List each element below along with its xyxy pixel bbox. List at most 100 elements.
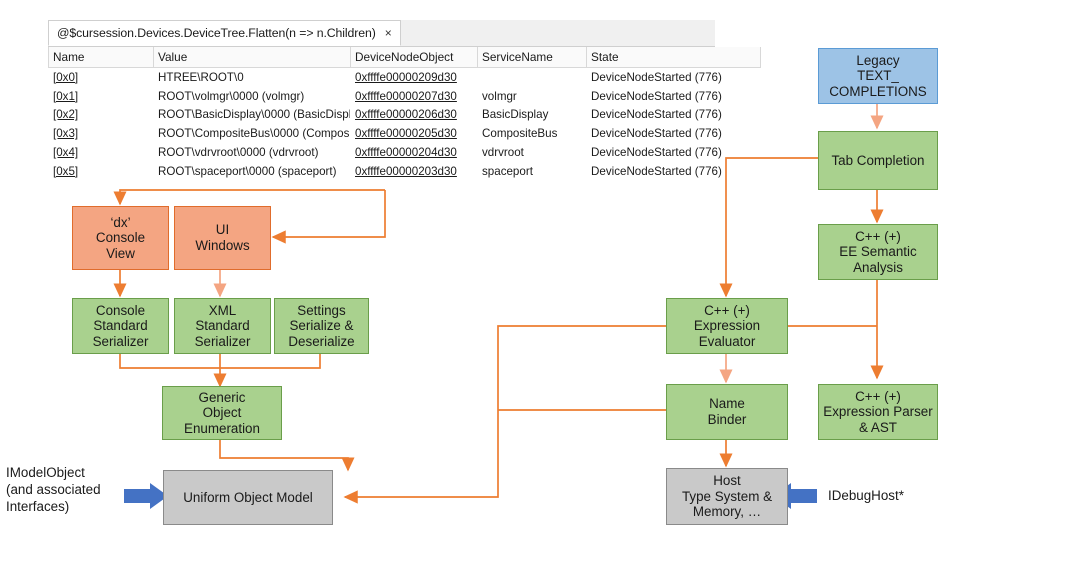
column-header-state[interactable]: State bbox=[586, 47, 761, 68]
node-line: TEXT_ bbox=[857, 68, 899, 84]
node-line: Legacy bbox=[856, 52, 900, 68]
cell-servicename: CompositeBus bbox=[482, 127, 558, 141]
node-line: C++ (+) bbox=[855, 228, 901, 244]
node-line: Name bbox=[709, 396, 745, 412]
cell-name[interactable]: [0x5] bbox=[53, 164, 79, 178]
column-header-name[interactable]: Name bbox=[48, 47, 154, 68]
node-name-binder[interactable]: Name Binder bbox=[666, 384, 788, 440]
table-row[interactable]: [0x1] ROOT\volmgr\0000 (volmgr) 0xffffe0… bbox=[49, 87, 761, 106]
node-line: Standard bbox=[195, 318, 250, 334]
node-line: EE Semantic bbox=[839, 244, 917, 260]
cell-value: ROOT\spaceport\0000 (spaceport) bbox=[158, 164, 337, 178]
node-line: Windows bbox=[195, 238, 250, 253]
cell-servicename: spaceport bbox=[482, 164, 533, 178]
node-generic-object-enumeration[interactable]: Generic Object Enumeration bbox=[162, 386, 282, 440]
node-line: Type System & bbox=[681, 488, 773, 504]
column-header-servicename[interactable]: ServiceName bbox=[477, 47, 587, 68]
node-expression-evaluator[interactable]: C++ (+) Expression Evaluator bbox=[666, 298, 788, 354]
node-line: Expression Parser bbox=[823, 404, 933, 420]
node-line: C++ (+) bbox=[855, 388, 901, 404]
table-row[interactable]: [0x4] ROOT\vdrvroot\0000 (vdrvroot) 0xff… bbox=[49, 143, 761, 162]
label-line: IModelObject bbox=[6, 465, 85, 480]
node-line: Deserialize bbox=[288, 333, 355, 349]
node-host-type-system[interactable]: Host Type System & Memory, … bbox=[666, 468, 788, 525]
node-expression-parser-ast[interactable]: C++ (+) Expression Parser & AST bbox=[818, 384, 938, 440]
table-row[interactable]: [0x5] ROOT\spaceport\0000 (spaceport) 0x… bbox=[49, 162, 761, 181]
cell-devicenodeobject[interactable]: 0xffffe00000207d30 bbox=[355, 89, 457, 103]
cell-value: HTREE\ROOT\0 bbox=[158, 70, 244, 84]
cell-state: DeviceNodeStarted (776) bbox=[591, 127, 722, 141]
cell-name[interactable]: [0x2] bbox=[53, 108, 79, 122]
cell-value: ROOT\BasicDisplay\0000 (BasicDisplay) bbox=[158, 108, 351, 122]
node-line: UI bbox=[215, 222, 230, 238]
table-header-row: Name Value DeviceNodeObject ServiceName … bbox=[48, 47, 761, 68]
table-row[interactable]: [0x0] HTREE\ROOT\0 0xffffe00000209d30 De… bbox=[49, 68, 761, 87]
node-line: Generic bbox=[198, 389, 246, 405]
label-line: (and associated bbox=[6, 482, 101, 498]
cell-devicenodeobject[interactable]: 0xffffe00000209d30 bbox=[355, 70, 457, 84]
cell-state: DeviceNodeStarted (776) bbox=[591, 108, 722, 122]
cell-devicenodeobject[interactable]: 0xffffe00000206d30 bbox=[355, 108, 457, 122]
cell-name[interactable]: [0x3] bbox=[53, 127, 79, 141]
cell-servicename bbox=[478, 68, 587, 87]
node-tab-completion[interactable]: Tab Completion bbox=[818, 131, 938, 190]
node-legacy-text-completions[interactable]: Legacy TEXT_ COMPLETIONS bbox=[818, 48, 938, 104]
node-line: Object bbox=[202, 405, 242, 421]
cell-devicenodeobject[interactable]: 0xffffe00000204d30 bbox=[355, 146, 457, 160]
node-line: C++ (+) bbox=[704, 302, 750, 318]
grid-tabstrip: @$cursession.Devices.DeviceTree.Flatten(… bbox=[48, 20, 715, 47]
node-uniform-object-model[interactable]: Uniform Object Model bbox=[163, 470, 333, 525]
cell-value: ROOT\vdrvroot\0000 (vdrvroot) bbox=[158, 146, 319, 160]
node-line: Serializer bbox=[92, 333, 149, 349]
cell-servicename: vdrvroot bbox=[482, 146, 524, 160]
node-line: Console bbox=[95, 230, 146, 246]
node-line: View bbox=[106, 245, 135, 261]
cell-servicename: BasicDisplay bbox=[482, 108, 549, 122]
node-line: Analysis bbox=[853, 259, 903, 275]
node-settings-serialize-deserialize[interactable]: Settings Serialize & Deserialize bbox=[274, 298, 369, 354]
node-dx-console-view[interactable]: ‘dx’ Console View bbox=[72, 206, 169, 270]
close-icon[interactable]: × bbox=[384, 26, 392, 40]
cell-state: DeviceNodeStarted (776) bbox=[591, 164, 722, 178]
table-row[interactable]: [0x3] ROOT\CompositeBus\0000 (CompositeB… bbox=[49, 124, 761, 143]
cell-name[interactable]: [0x0] bbox=[53, 70, 79, 84]
node-line: Serializer bbox=[194, 333, 251, 349]
column-header-value[interactable]: Value bbox=[153, 47, 351, 68]
device-tree-table: Name Value DeviceNodeObject ServiceName … bbox=[48, 47, 761, 181]
cell-value: ROOT\volmgr\0000 (volmgr) bbox=[158, 89, 305, 103]
column-header-devicenodeobject[interactable]: DeviceNodeObject bbox=[350, 47, 478, 68]
node-xml-standard-serializer[interactable]: XML Standard Serializer bbox=[174, 298, 271, 354]
cell-state: DeviceNodeStarted (776) bbox=[591, 89, 722, 103]
node-line: Evaluator bbox=[698, 333, 756, 349]
cell-devicenodeobject[interactable]: 0xffffe00000203d30 bbox=[355, 164, 457, 178]
node-line: Memory, … bbox=[692, 504, 762, 520]
cell-state: DeviceNodeStarted (776) bbox=[591, 70, 722, 84]
node-line: Enumeration bbox=[184, 420, 260, 436]
node-console-standard-serializer[interactable]: Console Standard Serializer bbox=[72, 298, 169, 354]
cell-name[interactable]: [0x1] bbox=[53, 89, 79, 103]
node-line: Host bbox=[713, 473, 741, 489]
node-line: Standard bbox=[93, 318, 148, 334]
cell-state: DeviceNodeStarted (776) bbox=[591, 146, 722, 160]
node-line: ‘dx’ bbox=[110, 214, 131, 230]
node-line: Tab Completion bbox=[831, 152, 925, 168]
table-row[interactable]: [0x2] ROOT\BasicDisplay\0000 (BasicDispl… bbox=[49, 106, 761, 125]
grid-tab-active[interactable]: @$cursession.Devices.DeviceTree.Flatten(… bbox=[48, 20, 401, 46]
cell-devicenodeobject[interactable]: 0xffffe00000205d30 bbox=[355, 127, 457, 141]
node-line: Uniform Object Model bbox=[183, 489, 313, 505]
cell-value: ROOT\CompositeBus\0000 (CompositeBus) bbox=[158, 127, 351, 141]
node-ee-semantic-analysis[interactable]: C++ (+) EE Semantic Analysis bbox=[818, 224, 938, 280]
cell-servicename: volmgr bbox=[482, 89, 517, 103]
node-line: Console bbox=[95, 302, 146, 318]
node-line: Settings bbox=[297, 302, 346, 318]
node-line: Expression bbox=[693, 318, 761, 334]
label-line: Interfaces) bbox=[6, 499, 70, 515]
node-line: & AST bbox=[859, 419, 897, 435]
grid-tab-label: @$cursession.Devices.DeviceTree.Flatten(… bbox=[57, 26, 376, 40]
cell-name[interactable]: [0x4] bbox=[53, 146, 79, 160]
label-idebughost: IDebugHost* bbox=[828, 488, 904, 503]
label-imodelobject: IModelObject (and associated Interfaces) bbox=[6, 464, 101, 515]
node-ui-windows[interactable]: UI Windows bbox=[174, 206, 271, 270]
node-line: Serialize & bbox=[289, 318, 354, 334]
